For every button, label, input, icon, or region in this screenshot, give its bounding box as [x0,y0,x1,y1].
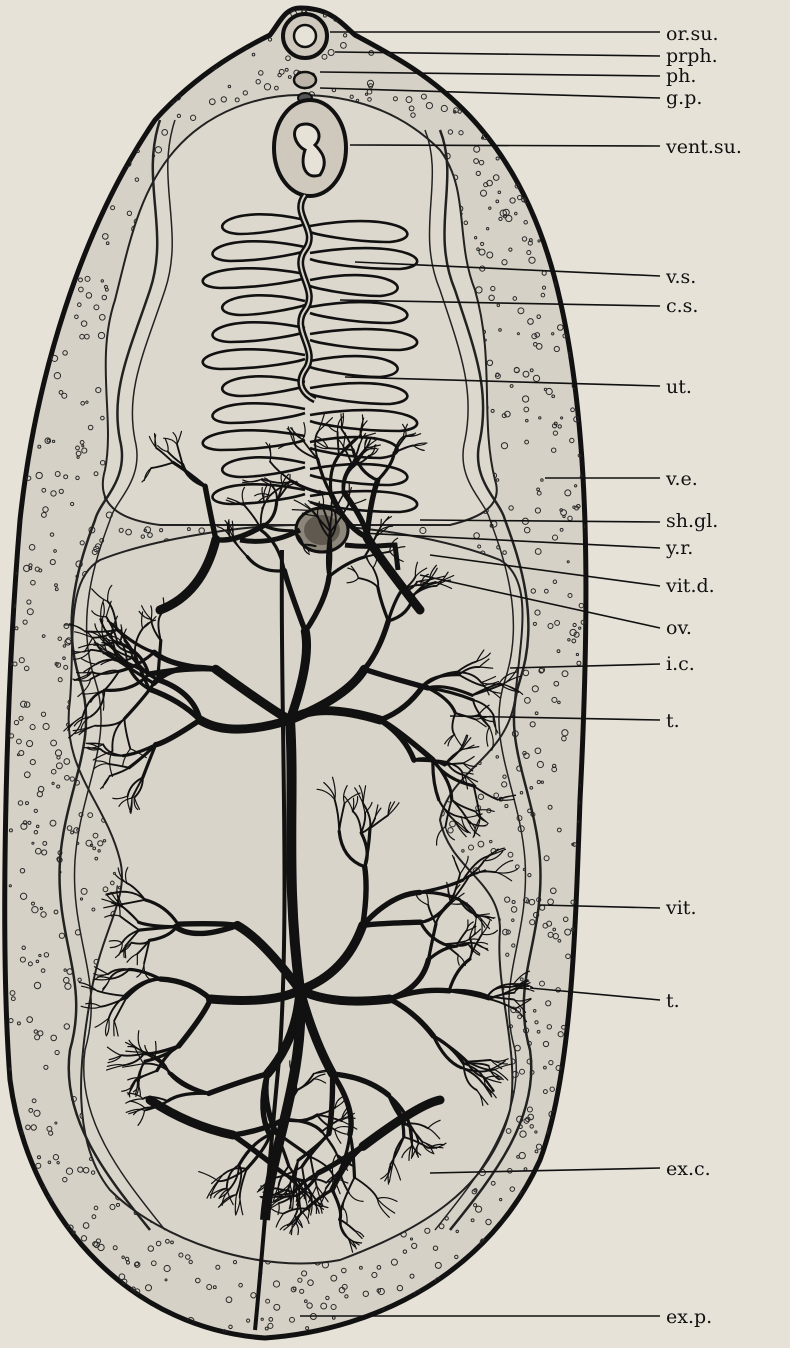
testis-branch [363,867,366,926]
label-vit: vit. [665,897,697,919]
testis-branch [178,924,237,926]
testis-branch [329,538,331,576]
label-ph: ph. [666,65,696,87]
label-c-s: c.s. [666,295,698,317]
label-v-s: v.s. [665,266,696,288]
pharynx [294,72,316,88]
label-ov: ov. [666,617,692,639]
label-i-c: i.c. [666,653,695,675]
label-vent-su: vent.su. [665,136,742,158]
label-or-su: or.su. [666,23,719,45]
label-y-r: y.r. [665,537,693,559]
testis-branch [341,414,342,429]
label-t-2: t. [666,990,680,1012]
label-v-e: v.e. [665,468,698,490]
label-sh-gl: sh.gl. [666,510,718,532]
label-ex-p: ex.p. [666,1306,712,1328]
label-t-1: t. [666,710,680,732]
label-vit-d: vit.d. [665,575,715,597]
label-prph: prph. [666,45,718,67]
label-g-p: g.p. [666,87,702,109]
label-ex-c: ex.c. [666,1158,711,1180]
label-ut: ut. [666,376,692,398]
testis-branch [428,1147,443,1148]
testis-branch [363,922,421,925]
